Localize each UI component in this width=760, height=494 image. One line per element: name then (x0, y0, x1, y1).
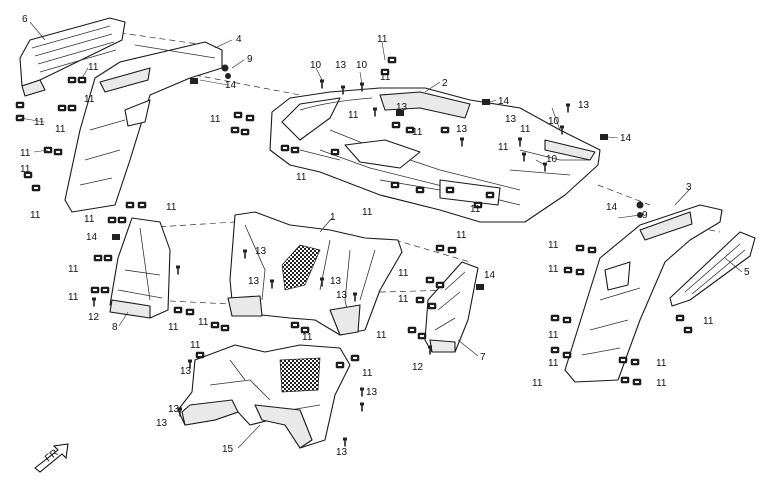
callout-10: 10 (546, 154, 558, 165)
callout-11: 11 (166, 202, 177, 213)
callout-11: 11 (362, 368, 373, 379)
callout-11: 11 (190, 340, 201, 351)
callout-5: 5 (744, 267, 750, 278)
callout-10: 10 (356, 60, 368, 71)
callout-15: 15 (222, 444, 234, 455)
part-2-rear-body-tub (269, 87, 601, 223)
part-3-right-rear-fender (564, 204, 723, 383)
callout-13: 13 (248, 276, 260, 287)
callout-11: 11 (84, 214, 95, 225)
leader-lines (19, 21, 743, 449)
callout-11: 11 (20, 148, 31, 159)
callout-11: 11 (398, 268, 409, 279)
callout-11: 11 (68, 292, 79, 303)
part-5-right-rack-trim (669, 231, 756, 307)
callout-11: 11 (68, 264, 79, 275)
washers (112, 64, 644, 290)
callout-13: 13 (168, 404, 180, 415)
callout-9: 9 (642, 210, 648, 221)
callout-13: 13 (366, 387, 378, 398)
part-6-left-rack-trim (19, 17, 126, 97)
callout-14: 14 (484, 270, 496, 281)
callout-11: 11 (656, 378, 667, 389)
callout-13: 13 (505, 114, 517, 125)
callout-11: 11 (168, 322, 179, 333)
callout-13: 13 (330, 276, 342, 287)
callout-11: 11 (84, 94, 95, 105)
part-4-left-rear-fender (64, 41, 223, 213)
part-15-footwell-board (177, 344, 351, 449)
callout-1: 1 (330, 212, 336, 223)
callout-11: 11 (656, 358, 667, 369)
callout-11: 11 (380, 72, 391, 83)
callout-13: 13 (578, 100, 590, 111)
callout-14: 14 (606, 202, 618, 213)
callout-14: 14 (498, 96, 510, 107)
callout-11: 11 (377, 34, 388, 45)
part-1-front-panel (227, 211, 403, 336)
callout-11: 11 (548, 264, 559, 275)
part-8-left-side-panel (109, 217, 171, 319)
callout-11: 11 (34, 117, 45, 128)
callout-12: 12 (412, 362, 424, 373)
callout-13: 13 (336, 447, 348, 458)
callout-14: 14 (86, 232, 98, 243)
callout-11: 11 (296, 172, 307, 183)
callout-11: 11 (548, 330, 559, 341)
callout-12: 12 (88, 312, 100, 323)
callout-6: 6 (22, 14, 28, 25)
callout-10: 10 (310, 60, 322, 71)
callout-14: 14 (225, 80, 237, 91)
callout-13: 13 (456, 124, 468, 135)
callout-11: 11 (703, 316, 714, 327)
callout-11: 11 (520, 124, 531, 135)
callout-2: 2 (442, 78, 448, 89)
callout-4: 4 (236, 34, 242, 45)
callout-11: 11 (456, 230, 467, 241)
callout-13: 13 (396, 102, 408, 113)
callout-11: 11 (20, 164, 31, 175)
callout-11: 11 (532, 378, 543, 389)
callout-13: 13 (335, 60, 347, 71)
callout-13: 13 (180, 366, 192, 377)
callout-11: 11 (88, 62, 99, 73)
callout-11: 11 (398, 294, 409, 305)
callout-11: 11 (376, 330, 387, 341)
callout-11: 11 (302, 332, 313, 343)
callout-11: 11 (198, 317, 209, 328)
callout-11: 11 (348, 110, 359, 121)
callout-11: 11 (30, 210, 41, 221)
callout-11: 11 (548, 240, 559, 251)
callout-11: 11 (55, 124, 66, 135)
callout-11: 11 (470, 204, 481, 215)
callout-labels: 6 4 9 14 11 11 11 11 11 11 11 10 13 10 1… (20, 14, 750, 458)
callout-8: 8 (112, 322, 118, 333)
callout-13: 13 (336, 290, 348, 301)
callout-11: 11 (362, 207, 373, 218)
callout-11: 11 (412, 127, 423, 138)
callout-14: 14 (620, 133, 632, 144)
callout-7: 7 (480, 352, 486, 363)
callout-10: 10 (548, 116, 560, 127)
callout-13: 13 (156, 418, 168, 429)
front-direction-arrow-icon: FR (34, 443, 69, 473)
callout-11: 11 (498, 142, 509, 153)
callout-9: 9 (247, 54, 253, 65)
callout-3: 3 (686, 182, 692, 193)
callout-11: 11 (548, 358, 559, 369)
callout-11: 11 (210, 114, 221, 125)
callout-13: 13 (255, 246, 267, 257)
